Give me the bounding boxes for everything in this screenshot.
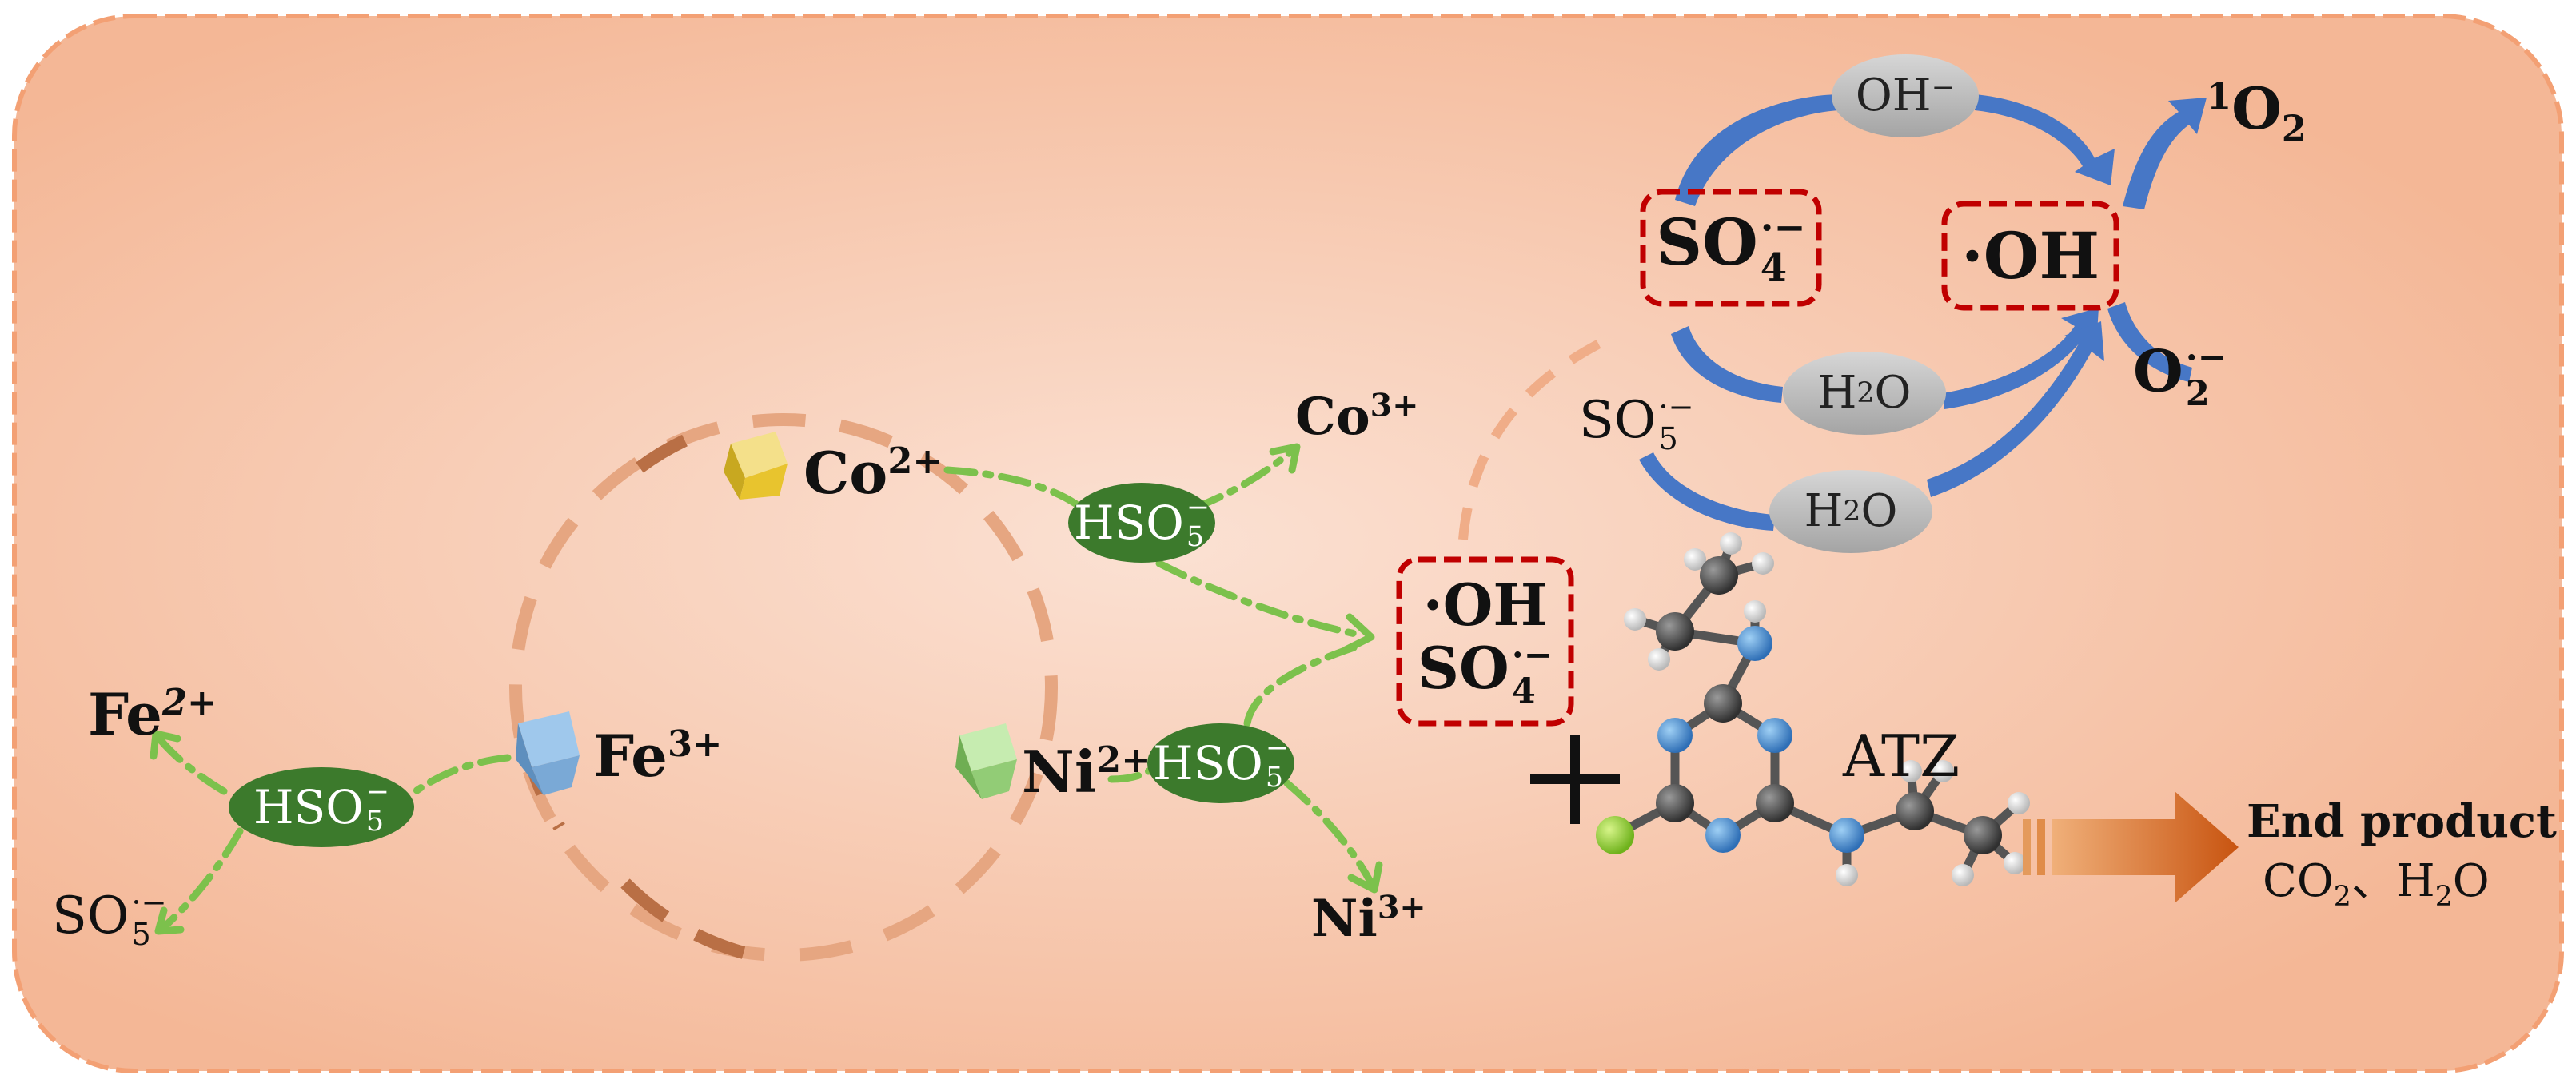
h2o-oval-top [1783, 352, 1946, 435]
arrowhead-fe2 [150, 730, 181, 760]
blue-arrow-ohbox-to-1o2 [2123, 98, 2207, 209]
hydroxide-label: OH⁻ [1855, 70, 1956, 121]
atz-molecule [1596, 532, 2030, 886]
arrow-hso5-to-center [1155, 559, 1367, 639]
ni2-label: Ni2+ [1022, 738, 1151, 806]
h2o-oval-bottom [1769, 470, 1932, 553]
arrowhead-center [1342, 613, 1375, 654]
cube-blue-icon [516, 711, 580, 795]
end-product-arrow [2023, 791, 2239, 903]
fe2-label: Fe2+ [88, 680, 217, 748]
metal-cycle-ring-dark-arc-top [636, 429, 699, 473]
hso5-label-co: HSO−5 [1073, 492, 1210, 553]
end-product-formula: CO2、H2O [2263, 855, 2490, 914]
atz-label: ATZ [1843, 723, 1960, 790]
cube-green-icon [955, 723, 1017, 799]
hso5-oval-co [1068, 483, 1215, 563]
so5-right-label: SO·−5 [1579, 389, 1694, 458]
blue-arrow-so4-to-h2o [1671, 326, 1783, 403]
blue-arrow-ohbox-to-o2 [2107, 302, 2192, 382]
plus-sign [1530, 735, 1620, 824]
blue-arrow-h2o-to-ohbox [1943, 308, 2099, 409]
arrow-hso5-to-so5 [160, 827, 244, 931]
oh-box [1941, 201, 2119, 311]
ni3-label: Ni3+ [1311, 889, 1426, 949]
hso5-oval-ni [1147, 723, 1294, 803]
center-radical-box [1396, 556, 1574, 727]
arrow-co2-to-hso5 [943, 466, 1079, 508]
so4-box-label: SO·−4 [1656, 205, 1806, 291]
so5-left-label: SO·−5 [52, 885, 167, 954]
arrowhead-co3 [1269, 443, 1301, 474]
blue-arrow-so5-to-h2o [1639, 452, 1775, 531]
green-arrowheads [150, 443, 1383, 935]
blue-arrow-oh-top-to-ohbox [1975, 94, 2115, 185]
blue-arrow-h2o-to-ohbox-lower [1927, 321, 2104, 497]
hso5-label-ni: HSO−5 [1152, 732, 1290, 794]
oh-oval [1832, 54, 1979, 137]
radical-link-dashed [1458, 335, 1609, 540]
green-arrows [156, 448, 1375, 931]
background-panel [12, 14, 2564, 1073]
arrow-hso5-to-ni3 [1283, 779, 1375, 887]
center-radical-label: ·OH SO·−4 [1418, 571, 1553, 712]
hso5-oval-fe [229, 767, 414, 847]
blue-arrow-so4-to-oh-top [1675, 94, 1839, 206]
arrowhead-ni3 [1347, 861, 1383, 894]
superoxide-label: O·−2 [2133, 336, 2227, 415]
oh-box-label: ·OH [1960, 218, 2100, 293]
arrow-hso5-to-co3 [1191, 448, 1295, 512]
so4-box [1640, 189, 1822, 307]
cube-yellow-icon [724, 432, 788, 500]
co3-label: Co3+ [1295, 387, 1419, 447]
arrow-hso5-to-center-lower [1243, 642, 1363, 727]
end-product-title: End product [2247, 795, 2557, 848]
blue-arrows [1639, 94, 2207, 531]
metal-cycle-ring [509, 413, 1058, 962]
metal-cycle-ring-dark-arc [620, 878, 746, 959]
singlet-oxygen-label: 1O2 [2207, 74, 2307, 150]
arrow-ni2-to-hso5 [1107, 759, 1163, 783]
arrowhead-so5 [154, 906, 185, 935]
arrow-hso5-to-fe2 [156, 735, 228, 795]
hso5-label-fe: HSO−5 [253, 776, 390, 838]
arrow-fe3-to-hso5 [412, 754, 512, 795]
fe3-label: Fe3+ [593, 722, 723, 790]
co2-label: Co2+ [804, 439, 943, 507]
